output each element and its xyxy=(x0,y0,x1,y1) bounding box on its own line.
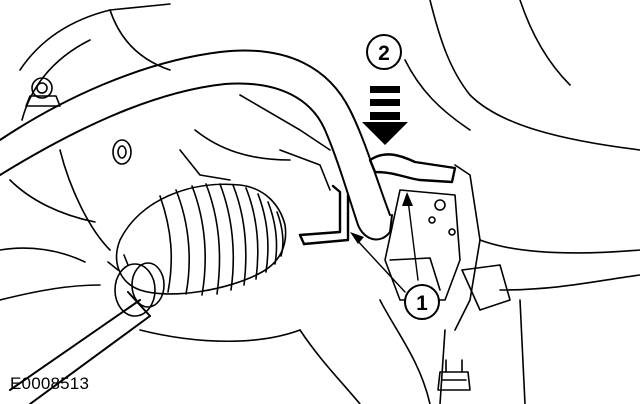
callout-1-label: 1 xyxy=(416,292,428,315)
hose-pipe xyxy=(0,49,393,241)
rack-housing xyxy=(384,189,511,311)
arrowhead-to-shield xyxy=(402,192,413,206)
callout-1-leaders xyxy=(354,199,419,293)
arrowhead-to-bracket xyxy=(350,232,364,244)
tie-rod xyxy=(9,291,151,404)
mounting-stud xyxy=(437,359,471,391)
callout-2: 2 xyxy=(366,34,402,70)
figure-id-label: E0008513 xyxy=(10,374,90,393)
boot-clamp xyxy=(107,254,165,317)
heat-shield-bracket xyxy=(298,153,457,246)
callout-2-arrow xyxy=(362,86,408,145)
mount-bolt-middle xyxy=(112,139,132,165)
callout-1-arrowheads xyxy=(350,192,413,244)
mount-bolt-top xyxy=(25,77,61,107)
callout-1: 1 xyxy=(404,284,440,320)
rack-boot-bellows xyxy=(115,183,287,296)
callout-2-label: 2 xyxy=(378,42,390,65)
